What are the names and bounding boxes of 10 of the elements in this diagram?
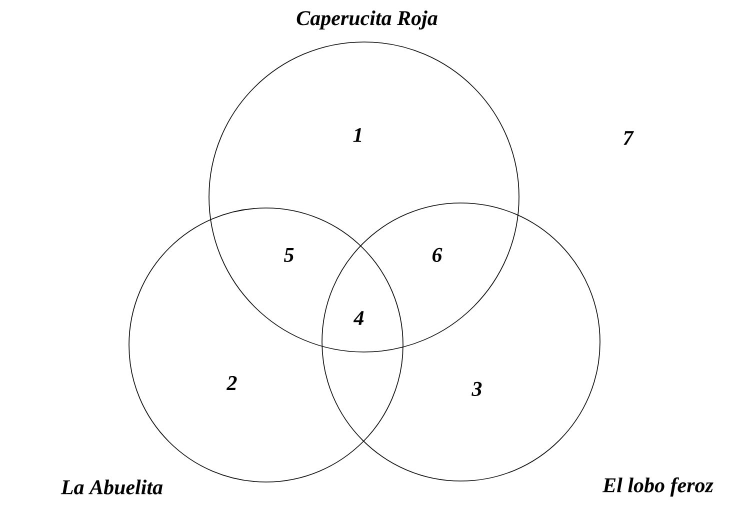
region-number: 5	[284, 248, 294, 262]
region-number: 7	[624, 131, 634, 145]
region-number: 3	[472, 382, 482, 396]
region-number: 4	[353, 311, 364, 325]
set-label: Caperucita Roja	[296, 10, 438, 30]
region-number: 6	[432, 248, 442, 262]
region-number: 1	[353, 128, 362, 142]
set-label: El lobo feroz	[602, 477, 714, 497]
region-number: 2	[226, 376, 237, 390]
set-label: La Abuelita	[60, 480, 163, 494]
